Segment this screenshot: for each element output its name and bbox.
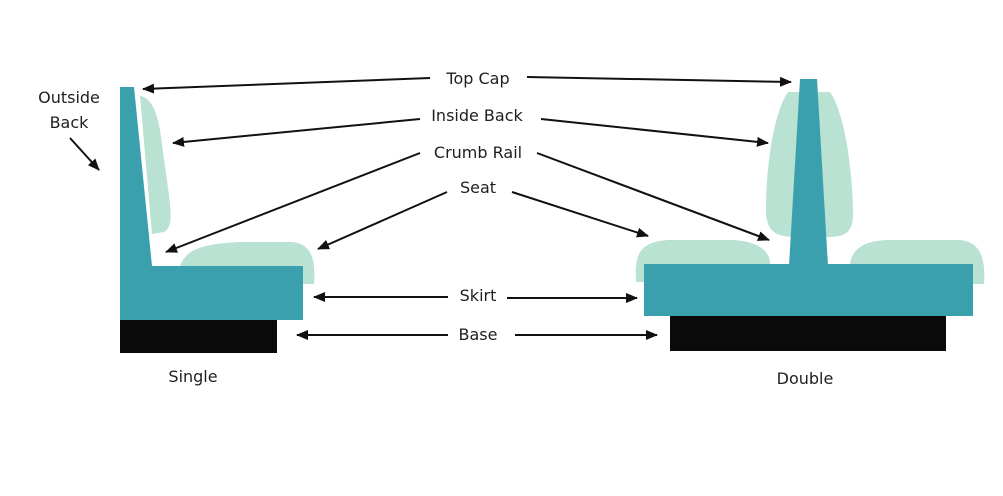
single-booth bbox=[120, 87, 315, 353]
label-outside-back-line2: Back bbox=[50, 113, 90, 132]
label-top-cap: Top Cap bbox=[445, 69, 509, 88]
label-seat: Seat bbox=[460, 178, 496, 197]
arrow-crumb-rail-left bbox=[165, 152, 421, 253]
label-crumb-rail: Crumb Rail bbox=[434, 143, 522, 162]
arrow-seat-right bbox=[511, 191, 649, 238]
arrow-outside-back bbox=[69, 137, 100, 171]
label-inside-back: Inside Back bbox=[431, 106, 523, 125]
single-frame bbox=[120, 87, 303, 320]
double-skirt bbox=[644, 264, 973, 316]
double-booth bbox=[635, 79, 985, 351]
arrow-inside-back-left bbox=[172, 118, 421, 147]
single-base bbox=[120, 320, 277, 353]
double-center-back bbox=[789, 79, 828, 266]
arrow-crumb-rail-right bbox=[536, 152, 770, 241]
callout-arrows bbox=[69, 76, 792, 340]
label-single: Single bbox=[168, 367, 217, 386]
label-skirt: Skirt bbox=[460, 286, 497, 305]
callout-labels: Outside Back Top Cap Inside Back Crumb R… bbox=[38, 69, 833, 388]
arrow-seat-left bbox=[317, 191, 448, 250]
label-base: Base bbox=[459, 325, 498, 344]
arrow-top-cap-left bbox=[142, 77, 431, 94]
label-double: Double bbox=[777, 369, 834, 388]
arrow-top-cap-right bbox=[526, 76, 792, 87]
double-base bbox=[670, 316, 946, 351]
label-outside-back-line1: Outside bbox=[38, 88, 100, 107]
single-inside-back-cushion bbox=[136, 95, 171, 234]
arrow-inside-back-right bbox=[540, 118, 769, 147]
